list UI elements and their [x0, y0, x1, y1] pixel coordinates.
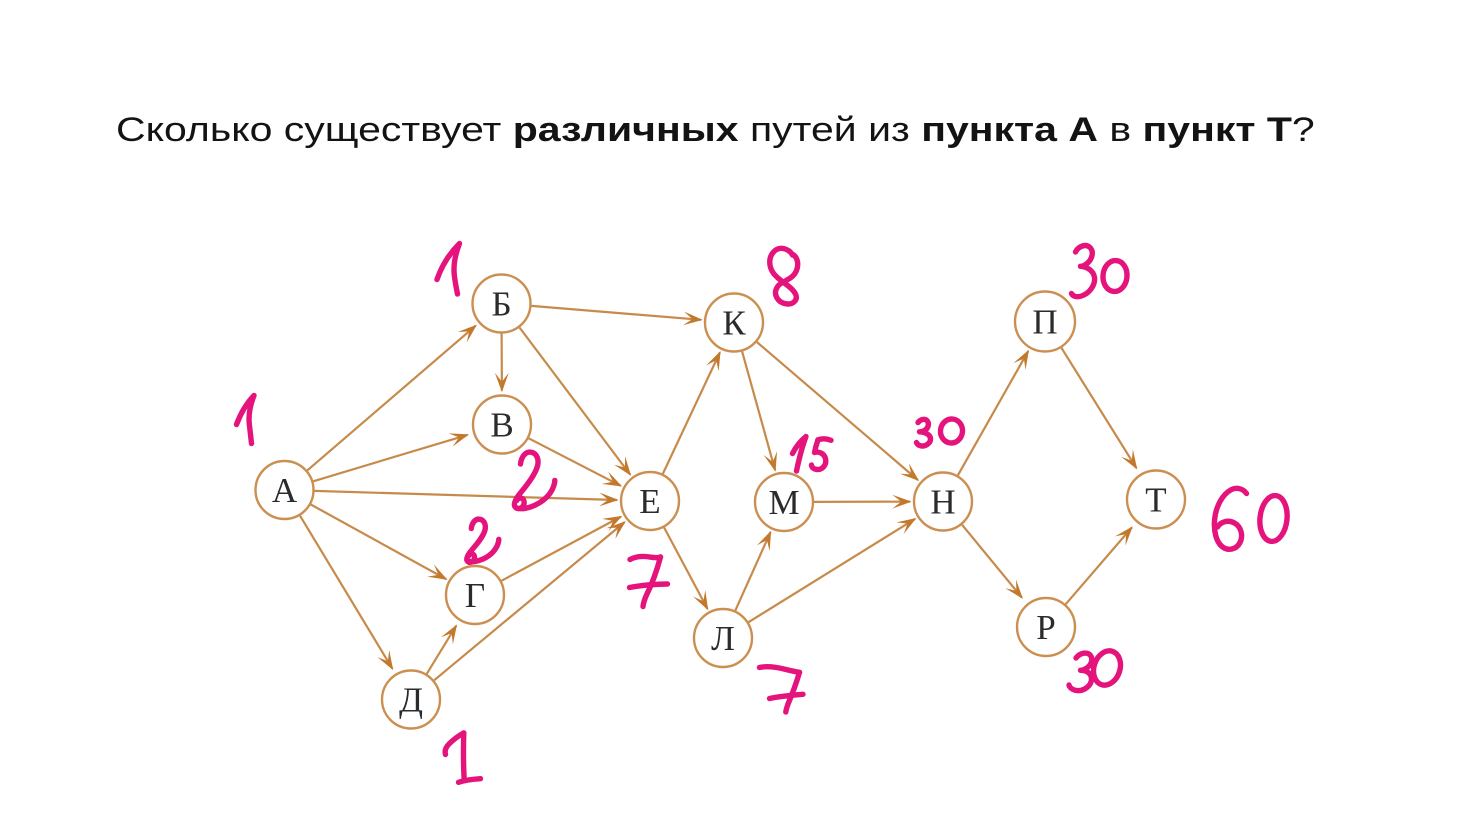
- svg-text:А: А: [272, 471, 298, 510]
- svg-text:М: М: [768, 483, 799, 522]
- svg-text:Т: Т: [1145, 481, 1166, 520]
- svg-text:Г: Г: [465, 576, 485, 615]
- svg-text:Р: Р: [1036, 608, 1055, 647]
- svg-text:Е: Е: [639, 482, 660, 521]
- svg-text:В: В: [490, 406, 513, 445]
- svg-text:П: П: [1032, 303, 1057, 342]
- svg-text:Л: Л: [711, 619, 735, 658]
- svg-text:Н: Н: [930, 483, 955, 522]
- svg-text:Д: Д: [399, 681, 423, 720]
- svg-text:К: К: [722, 304, 746, 343]
- svg-text:Б: Б: [491, 285, 511, 324]
